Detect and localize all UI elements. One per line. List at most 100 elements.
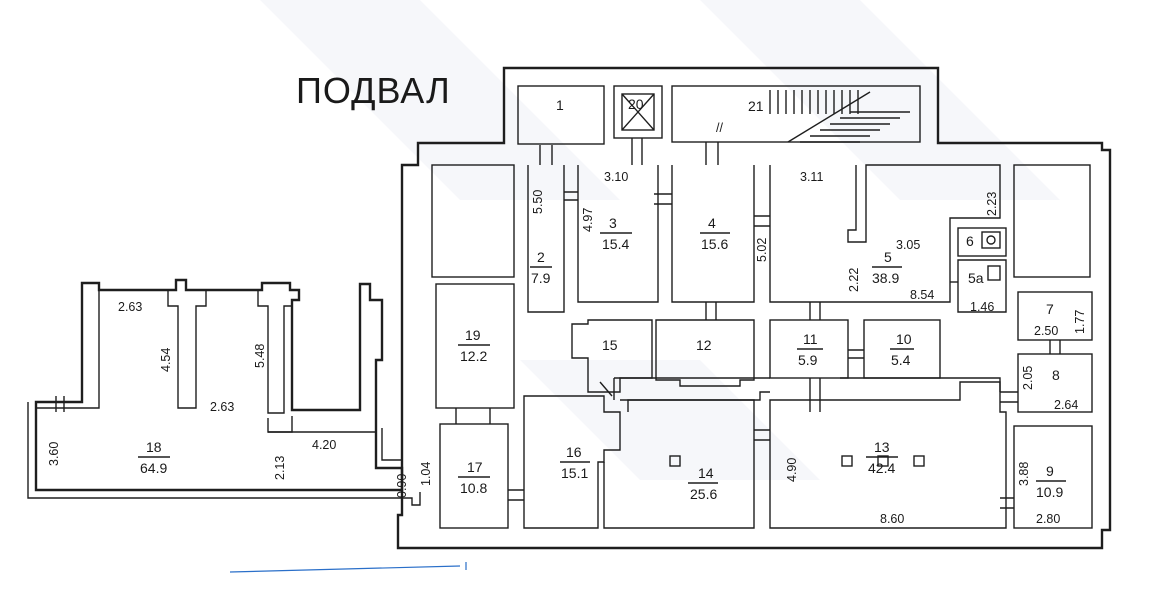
dim-2-22: 2.22 (847, 268, 861, 292)
shaft-cross-b (621, 93, 655, 131)
dim-4-54: 4.54 (159, 348, 173, 372)
room-11-outline (769, 319, 849, 379)
door-marks (55, 138, 1061, 509)
column-marker (877, 455, 889, 467)
room-19-17-link (455, 408, 491, 424)
corridor-outline (613, 377, 1001, 401)
stair-diagonal (787, 91, 871, 143)
dim-5-02: 5.02 (755, 238, 769, 262)
corridor-wall-b (381, 428, 402, 461)
dim-4-90: 4.90 (785, 458, 799, 482)
outer-wall-left-block (34, 278, 404, 492)
partition-left-a (82, 290, 100, 409)
dim-4-97: 4.97 (581, 208, 595, 232)
room-5-number: 5 (884, 249, 892, 265)
dim-1-77: 1.77 (1073, 310, 1087, 334)
room-14-outline (603, 399, 755, 529)
dim-2-64: 2.64 (1054, 398, 1078, 412)
dim-3-10: 3.10 (604, 170, 628, 184)
blue-mark (229, 565, 461, 573)
room-19-number: 19 (465, 327, 481, 343)
room-11-area: 5.9 (798, 352, 818, 368)
outer-wall-left-inner (27, 402, 421, 506)
room-10-number: 10 (896, 331, 912, 347)
room-12-number: 12 (696, 337, 712, 353)
room-2-outline (527, 165, 565, 313)
room-21-outline (671, 85, 921, 143)
partition-left-b (267, 416, 293, 433)
dim-3-60: 3.60 (47, 442, 61, 466)
room-5-area: 38.9 (872, 270, 899, 286)
dim-0-90: 0.90 (395, 474, 409, 498)
dim-2-63-mid: 2.63 (210, 400, 234, 414)
room-5a-number: 5а (968, 270, 984, 286)
room-11-number: 11 (803, 331, 818, 347)
room-20-outline (613, 85, 663, 139)
room-14-number: 14 (698, 465, 714, 481)
room-20-inner (621, 93, 655, 131)
column-marker (841, 455, 853, 467)
room-3-area: 15.4 (602, 236, 629, 252)
room-10-area: 5.4 (891, 352, 911, 368)
stair-mark: // (716, 121, 723, 135)
dim-4-20: 4.20 (312, 438, 336, 452)
room-16-outline (523, 395, 621, 529)
pillar-b (257, 290, 292, 414)
dim-5-50: 5.50 (531, 190, 545, 214)
dim-3-11: 3.11 (800, 170, 823, 184)
column-marker (913, 455, 925, 467)
toilet-icon (981, 231, 1001, 249)
room-18-area: 64.9 (140, 460, 167, 476)
room-13-number: 13 (874, 439, 890, 455)
pillar-a (167, 290, 207, 409)
room-9-area: 10.9 (1036, 484, 1063, 500)
room-7-number: 7 (1046, 301, 1054, 317)
room-19-outline (435, 283, 515, 409)
room-14-area: 25.6 (690, 486, 717, 502)
room-6-number: 6 (966, 233, 974, 249)
room-6-outline (957, 227, 1007, 257)
dim-3-05: 3.05 (896, 238, 920, 252)
room-4-number: 4 (708, 215, 716, 231)
corridor-wall (268, 431, 377, 468)
room-5a-outline (957, 259, 1007, 313)
dim-5-48: 5.48 (253, 344, 267, 368)
dim-3-88: 3.88 (1017, 462, 1031, 486)
dim-2-80: 2.80 (1036, 512, 1060, 526)
room-17-area: 10.8 (460, 480, 487, 496)
dim-2-05: 2.05 (1021, 366, 1035, 390)
dim-8-60: 8.60 (880, 512, 904, 526)
room-4-area: 15.6 (701, 236, 728, 252)
staircase (769, 90, 910, 143)
outer-wall-right-block (396, 66, 1112, 550)
room-16-area: 15.1 (561, 465, 588, 481)
room-18-number: 18 (146, 439, 162, 455)
room-right-top-outline (1013, 164, 1091, 278)
room-7-outline (1017, 291, 1093, 341)
room-labels: 1 2 7.9 3 15.4 4 15.6 5 38.9 6 5а 7 8 9 … (138, 96, 1066, 502)
dimension-labels: 2.63 4.54 5.48 2.63 3.60 4.20 2.13 0.90 … (47, 170, 1087, 526)
room-20-number: 20 (628, 96, 644, 112)
room-8-number: 8 (1052, 367, 1060, 383)
dim-1-04: 1.04 (419, 462, 433, 486)
room-13-outline (769, 381, 1007, 529)
dim-2-50: 2.50 (1034, 324, 1058, 338)
room-2-area: 7.9 (531, 270, 551, 286)
room-19-area: 12.2 (460, 348, 487, 364)
room-17-outline (439, 423, 509, 529)
room-5-outline (769, 164, 1001, 303)
room-left-top-outline (431, 164, 515, 278)
room-1-number: 1 (556, 97, 564, 113)
dim-2-63-top: 2.63 (118, 300, 142, 314)
dim-8-54: 8.54 (910, 288, 934, 302)
room-4-outline (671, 165, 755, 303)
room-15-number: 15 (602, 337, 618, 353)
room-13-area: 42.4 (868, 460, 895, 476)
room-3-number: 3 (609, 215, 617, 231)
dim-2-23: 2.23 (985, 192, 999, 216)
room-9-number: 9 (1046, 463, 1054, 479)
watermark (260, 0, 1060, 480)
dim-2-13: 2.13 (273, 456, 287, 480)
room-2-number: 2 (537, 249, 545, 265)
